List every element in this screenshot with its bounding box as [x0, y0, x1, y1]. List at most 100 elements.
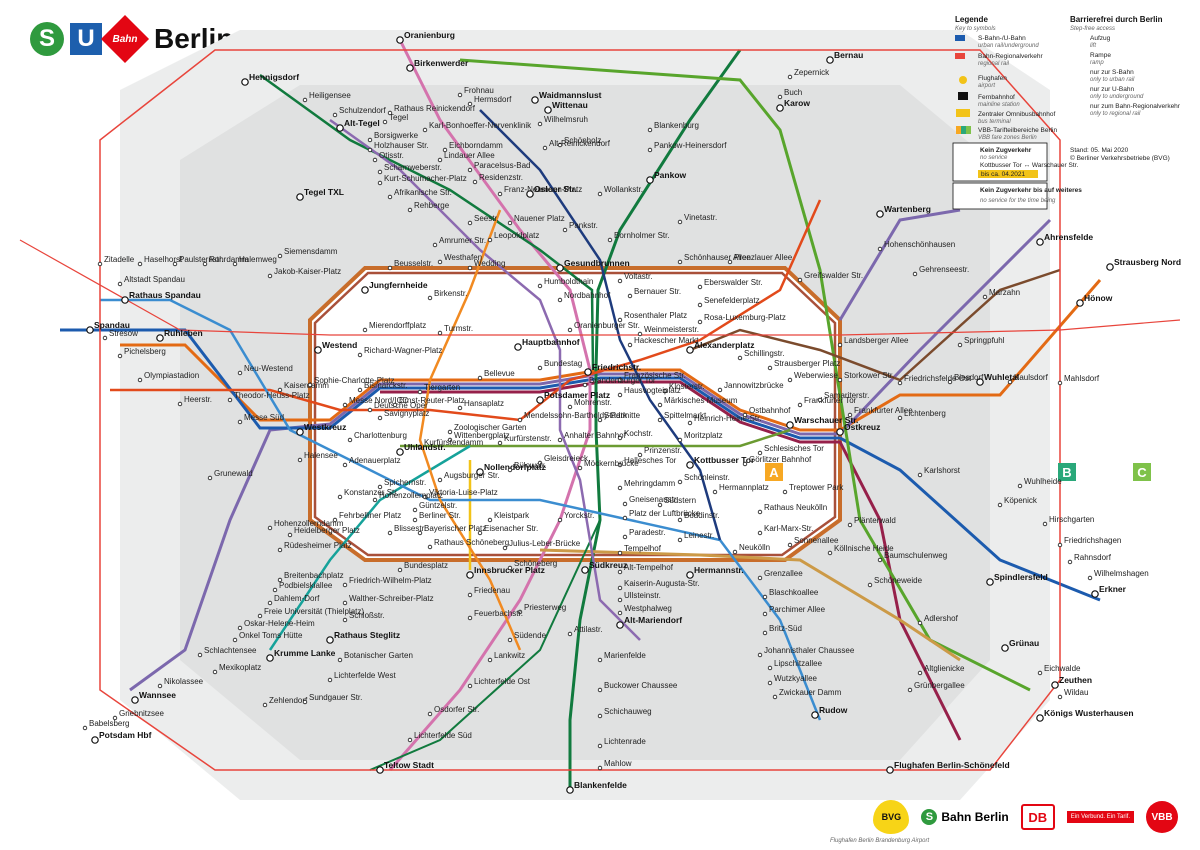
station-beusselstr[interactable]: Beusselstr.	[387, 259, 433, 271]
station-wartenberg[interactable]: Wartenberg	[876, 204, 931, 218]
station-neukoelln[interactable]: Neukölln	[732, 543, 770, 555]
station-guentzelstr[interactable]: Güntzelstr.	[412, 501, 457, 513]
station-mahlsdorf[interactable]: Mahlsdorf	[1057, 374, 1100, 386]
station-alt-mariendorf[interactable]: Alt-Mariendorf	[616, 615, 682, 629]
station-zoo[interactable]: Zoologischer Garten	[447, 423, 526, 435]
station-kurfuerstendamm[interactable]: Kurfürstendamm	[417, 438, 483, 450]
station-johannisthaler[interactable]: Johannisthaler Chaussee	[757, 646, 855, 658]
station-tegel-s[interactable]: Tegel	[382, 113, 408, 125]
station-frankfurter-tor[interactable]: Frankfurter Tor	[797, 396, 857, 408]
station-karow[interactable]: Karow	[776, 98, 811, 112]
station-westkreuz[interactable]: Westkreuz	[296, 422, 347, 436]
station-blankenburg[interactable]: Blankenburg	[647, 121, 699, 133]
station-hermannplatz[interactable]: Hermannplatz	[712, 483, 769, 495]
station-blankenfelde[interactable]: Blankenfelde	[566, 780, 627, 794]
station-friedrich-wilhelm[interactable]: Friedrich-Wilhelm-Platz	[342, 576, 432, 588]
station-wutzky[interactable]: Wutzkyallee	[767, 674, 818, 686]
station-eichkamp[interactable]: Messe Süd	[237, 413, 284, 425]
station-wollankstr[interactable]: Wollankstr.	[597, 185, 643, 197]
station-goerlitzer[interactable]: Görlitzer Bahnhof	[742, 455, 812, 467]
station-teltow[interactable]: Teltow Stadt	[376, 760, 434, 774]
station-hallesches[interactable]: Hallesches Tor	[617, 456, 677, 468]
station-theodor-heuss[interactable]: Theodor-Heuss-Platz	[227, 391, 310, 403]
station-wittenbergplatz[interactable]: Wittenbergplatz	[447, 431, 510, 443]
station-koellnische[interactable]: Köllnische Heide	[827, 544, 894, 556]
station-wildau[interactable]: Wildau	[1057, 688, 1088, 700]
station-ruhleben[interactable]: Ruhleben	[156, 328, 203, 342]
station-onkel-toms[interactable]: Onkel Toms Hütte	[232, 631, 303, 643]
station-baumschulenweg[interactable]: Baumschulenweg	[877, 551, 947, 563]
station-prenzlauer[interactable]: Prenzlauer Allee	[727, 253, 793, 265]
station-rathaus-schoeneberg[interactable]: Rathaus Schöneberg	[427, 538, 509, 550]
station-halensee[interactable]: Halensee	[297, 451, 338, 463]
station-kaiserin-augusta[interactable]: Kaiserin-Augusta-Str.	[617, 579, 700, 591]
station-ahrensfelde[interactable]: Ahrensfelde	[1036, 232, 1094, 246]
station-marzahn[interactable]: Marzahn	[982, 288, 1020, 300]
station-erkner[interactable]: Erkner	[1091, 584, 1127, 598]
station-potsdamer[interactable]: Potsdamer Platz	[536, 390, 610, 404]
station-koepenick[interactable]: Köpenick	[997, 496, 1038, 508]
station-karlshorst[interactable]: Karlshorst	[917, 466, 961, 478]
station-moritzplatz[interactable]: Moritzplatz	[677, 431, 723, 443]
station-haselhorst[interactable]: Haselhorst	[137, 255, 183, 267]
station-rahnsdorf[interactable]: Rahnsdorf	[1067, 553, 1112, 565]
station-turmstr[interactable]: Turmstr.	[437, 324, 473, 336]
station-adenauer[interactable]: Adenauerplatz	[342, 456, 401, 468]
station-wannsee[interactable]: Wannsee	[131, 690, 176, 704]
station-osloer[interactable]: Osloer Str.	[526, 184, 577, 198]
station-vinetastr[interactable]: Vinetastr.	[677, 213, 717, 225]
station-altglienicke[interactable]: Altglienicke	[917, 664, 965, 676]
station-botanischer[interactable]: Botanischer Garten	[337, 651, 413, 663]
station-savigny[interactable]: Savignyplatz	[377, 409, 429, 421]
station-mehringdamm[interactable]: Mehringdamm	[617, 479, 675, 491]
station-karl-marx[interactable]: Karl-Marx-Str.	[757, 524, 813, 536]
station-lichterfelde-sued[interactable]: Lichterfelde Süd	[407, 731, 472, 743]
station-kottbusser[interactable]: Kottbusser Tor	[686, 455, 755, 469]
station-rohrdamm[interactable]: Rohrdamm	[202, 255, 249, 267]
station-bundestag[interactable]: Bundestag	[537, 359, 582, 371]
station-wuhletal[interactable]: Wuhletal	[976, 372, 1019, 386]
station-anhalter[interactable]: Anhalter Bahnhof	[557, 431, 627, 443]
station-paradestr[interactable]: Paradestr.	[622, 528, 665, 540]
station-lindauer[interactable]: Lindauer Allee	[437, 151, 495, 163]
station-rosenthaler[interactable]: Rosenthaler Platz	[617, 311, 687, 323]
station-deutsche-oper[interactable]: Deutsche Oper	[367, 401, 428, 413]
station-moeckern[interactable]: Möckernbrücke	[577, 459, 639, 471]
station-gleisdreieck[interactable]: Gleisdreieck	[537, 454, 589, 466]
station-franzoesische[interactable]: Französische Str.	[617, 371, 686, 383]
station-sonnenallee[interactable]: Sonnenallee	[787, 536, 839, 548]
station-greifswalder[interactable]: Greifswalder Str.	[797, 271, 863, 283]
station-sudende[interactable]: Südende	[507, 631, 547, 643]
station-podbielski[interactable]: Podbielskiallee	[272, 581, 333, 593]
station-wittenau[interactable]: Wittenau	[544, 100, 588, 114]
station-konstanzer[interactable]: Konstanzer Str.	[337, 488, 399, 500]
station-friedrichshagen[interactable]: Friedrichshagen	[1057, 536, 1121, 548]
station-wuhlheide[interactable]: Wuhlheide	[1017, 477, 1062, 489]
station-jannowitz[interactable]: Jannowitzbrücke	[717, 381, 784, 393]
station-parchimer[interactable]: Parchimer Allee	[762, 605, 826, 617]
station-richard-wagner[interactable]: Richard-Wagner-Platz	[357, 346, 442, 358]
station-yorckstr[interactable]: Yorckstr.	[557, 511, 594, 523]
station-alt-tempelhof[interactable]: Alt-Tempelhof	[617, 563, 674, 575]
station-altstadt-spandau[interactable]: Altstadt Spandau	[117, 275, 185, 287]
station-hohenschoenhausen[interactable]: Hohenschönhausen	[877, 240, 955, 252]
station-schoenholz[interactable]: Schönholz	[557, 136, 601, 148]
station-warschauer[interactable]: Warschauer Str.	[786, 415, 859, 429]
station-gesundbrunnen[interactable]: Gesundbrunnen	[556, 258, 630, 272]
station-charlottenburg[interactable]: Charlottenburg	[347, 431, 407, 443]
station-feuerbachstr[interactable]: Feuerbachstr.	[467, 609, 523, 621]
station-zeuthen[interactable]: Zeuthen	[1051, 675, 1092, 689]
station-steglitz[interactable]: Rathaus Steglitz	[326, 630, 400, 644]
station-nordbahnhof[interactable]: Nordbahnhof	[557, 291, 611, 303]
station-heiligensee[interactable]: Heiligensee	[302, 91, 351, 103]
station-schillingstr[interactable]: Schillingstr.	[737, 349, 784, 361]
station-walther-schreiber[interactable]: Walther-Schreiber-Platz	[342, 594, 434, 606]
station-schulzendorf[interactable]: Schulzendorf	[332, 106, 386, 118]
station-kurt-schumacher[interactable]: Kurt-Schumacher-Platz	[377, 174, 467, 186]
station-eisenacher[interactable]: Eisenacher Str.	[477, 524, 538, 536]
station-weinmeister[interactable]: Weinmeisterstr.	[637, 325, 699, 337]
station-senefelder[interactable]: Senefelderplatz	[697, 296, 760, 308]
station-waidmannslust[interactable]: Waidmannslust	[531, 90, 602, 104]
station-kaiserdamm[interactable]: Kaiserdamm	[277, 381, 329, 393]
station-westend[interactable]: Westend	[314, 340, 357, 354]
